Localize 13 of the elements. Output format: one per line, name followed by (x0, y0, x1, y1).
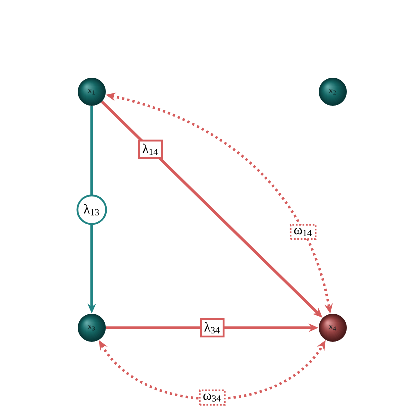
sphere-node (319, 314, 347, 342)
sphere-node (78, 314, 106, 342)
edge-label: λ$_{14}$ (138, 140, 163, 160)
sphere-node (78, 78, 106, 106)
edge-label: λ$_{13}$ (76, 194, 108, 226)
node-label: x$_{1}$ (88, 89, 95, 95)
sphere-node (319, 78, 347, 106)
edge-label: ω$_{14}$ (290, 224, 317, 240)
node-label: x$_{3}$ (88, 325, 96, 331)
node-label: x$_{4}$ (329, 325, 336, 331)
edge-label: λ$_{34}$ (200, 318, 225, 338)
edge-label: ω$_{34}$ (199, 390, 226, 406)
node-label: x$_{2}$ (329, 89, 336, 95)
